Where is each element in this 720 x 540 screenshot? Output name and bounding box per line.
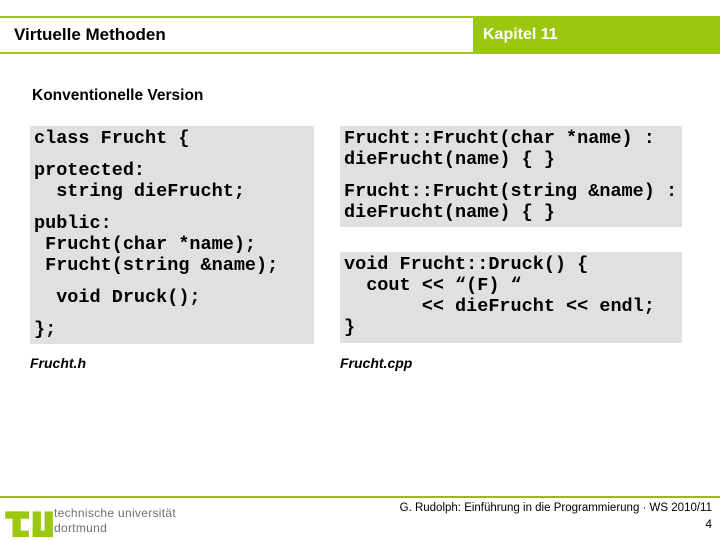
code-line bbox=[344, 170, 678, 181]
code-line bbox=[34, 276, 310, 287]
code-line bbox=[34, 202, 310, 213]
code-line: class Frucht { bbox=[34, 128, 190, 149]
code-line: Frucht(string &name); bbox=[34, 255, 279, 276]
footer-course-info: G. Rudolph: Einführung in die Programmie… bbox=[399, 502, 712, 514]
page-number: 4 bbox=[705, 517, 712, 531]
header-bottom-rule bbox=[0, 52, 720, 54]
code-block-header-file: class Frucht { protected: string dieFruch… bbox=[30, 126, 314, 344]
code-line bbox=[34, 149, 310, 160]
code-line: Frucht::Frucht(char *name) : bbox=[344, 128, 655, 149]
code-line: cout << “(F) “ bbox=[344, 275, 522, 296]
university-name-line2: dortmund bbox=[54, 521, 108, 535]
header-top-rule bbox=[0, 16, 720, 18]
tu-dortmund-logo-icon bbox=[5, 511, 53, 538]
code-line: Frucht(char *name); bbox=[34, 234, 257, 255]
chapter-bar: Kapitel 11 bbox=[473, 16, 720, 54]
file-label-frucht-h: Frucht.h bbox=[30, 355, 86, 371]
code-line: << dieFrucht << endl; bbox=[344, 296, 655, 317]
footer-rule bbox=[0, 496, 720, 498]
code-line: }; bbox=[34, 319, 57, 340]
university-name: technische universität dortmund bbox=[54, 506, 176, 536]
code-line: Frucht::Frucht(string &name) : bbox=[344, 181, 678, 202]
code-line: } bbox=[344, 317, 356, 338]
code-block-constructors: Frucht::Frucht(char *name) :dieFrucht(na… bbox=[340, 126, 682, 227]
university-name-line1: technische universität bbox=[54, 506, 176, 520]
chapter-label: Kapitel 11 bbox=[483, 26, 558, 43]
code-block-druck-method: void Frucht::Druck() { cout << “(F) “ <<… bbox=[340, 252, 682, 343]
code-line: public: bbox=[34, 213, 112, 234]
file-label-frucht-cpp: Frucht.cpp bbox=[340, 355, 413, 371]
section-subtitle: Konventionelle Version bbox=[32, 87, 204, 104]
code-line bbox=[34, 308, 310, 319]
code-line: string dieFrucht; bbox=[34, 181, 245, 202]
code-line: dieFrucht(name) { } bbox=[344, 149, 555, 170]
code-line: void Druck(); bbox=[34, 287, 201, 308]
page-title: Virtuelle Methoden bbox=[14, 25, 166, 44]
code-line: dieFrucht(name) { } bbox=[344, 202, 555, 223]
code-line: void Frucht::Druck() { bbox=[344, 254, 589, 275]
code-line: protected: bbox=[34, 160, 146, 181]
